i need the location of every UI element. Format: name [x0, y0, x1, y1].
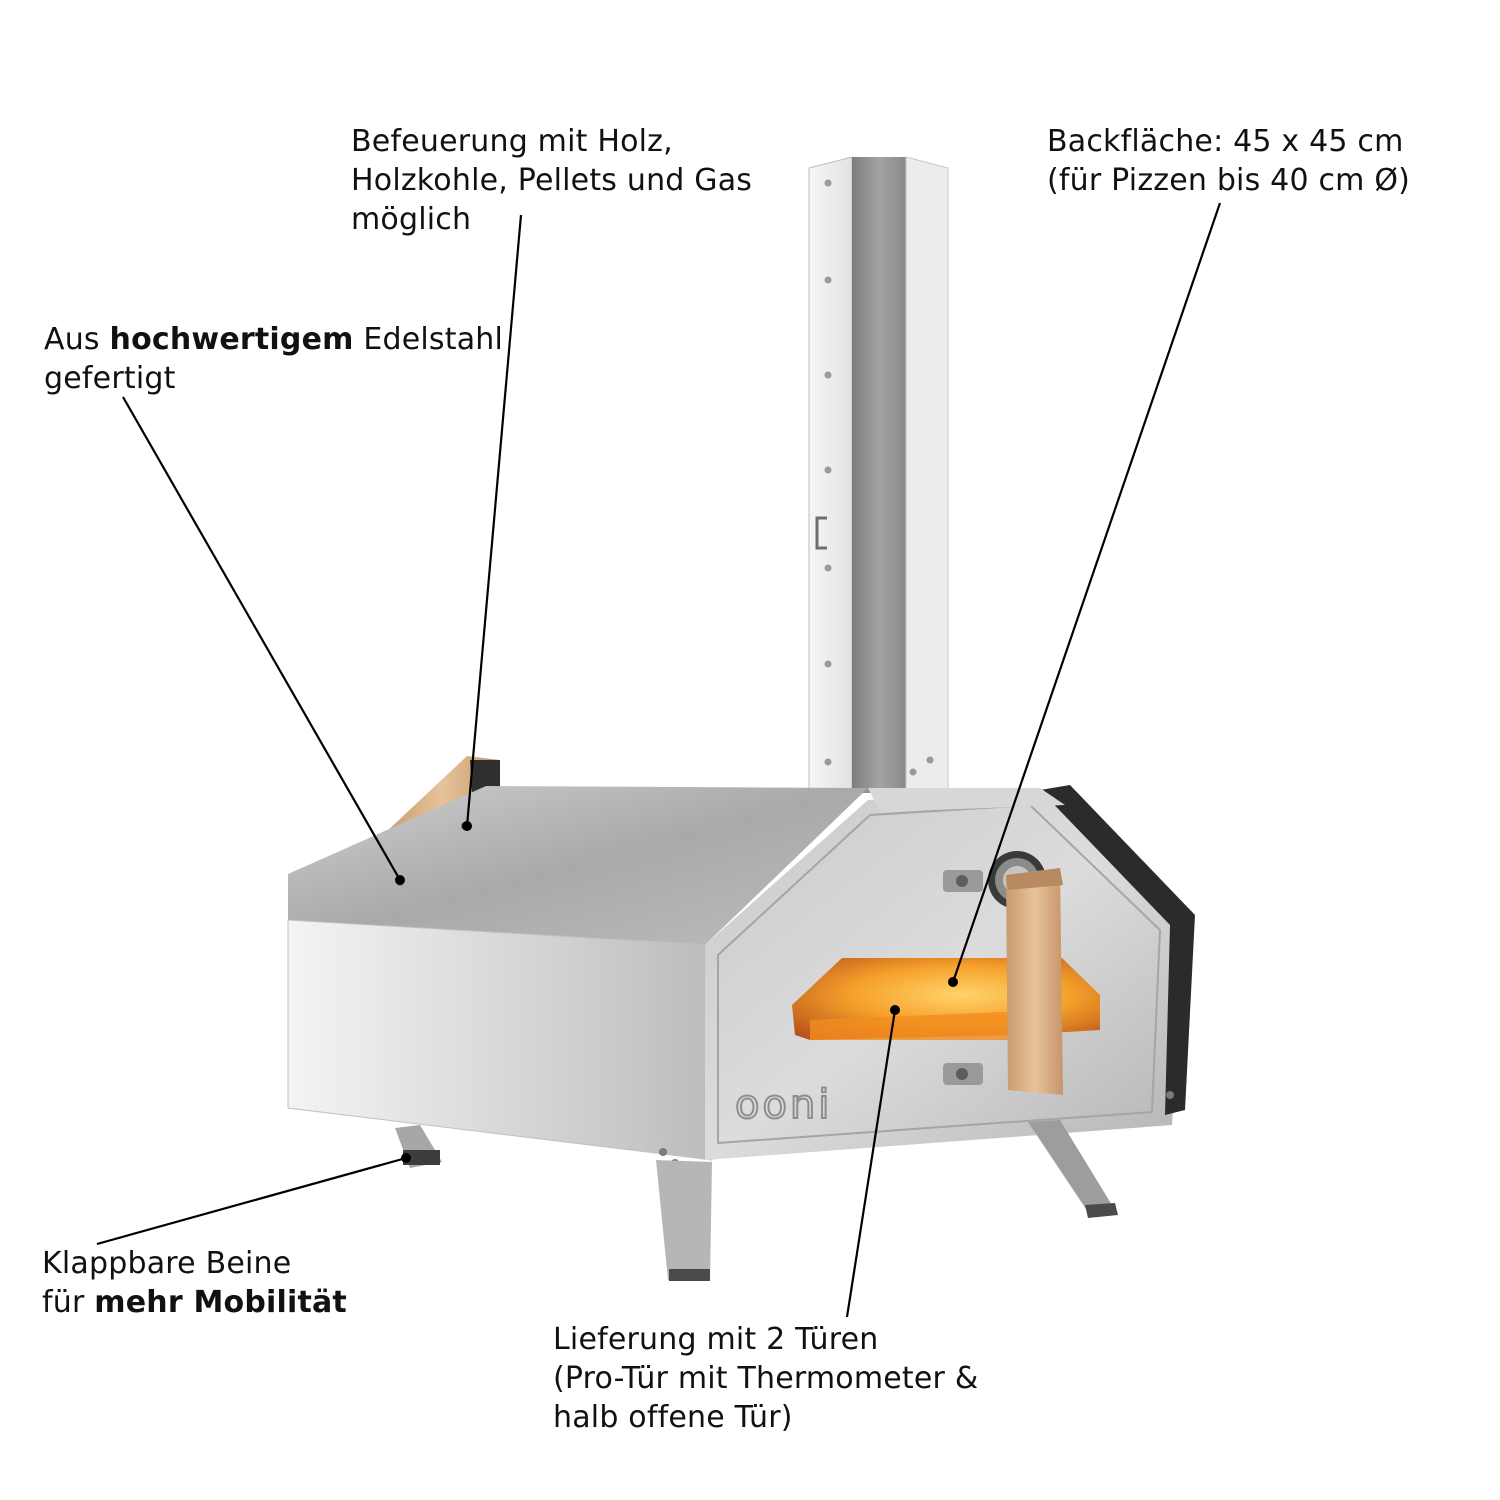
ooni-logo: ooni: [735, 1082, 832, 1128]
leader-line-doors: [845, 1009, 897, 1318]
annotation-doors: Lieferung mit 2 Türen (Pro-Tür mit Therm…: [553, 1320, 978, 1437]
annotation-steel-line-2: gefertigt: [44, 361, 176, 396]
annotation-fuel-line-3: möglich: [351, 202, 472, 237]
leader-line-steel: [122, 396, 401, 881]
door-handle: [1006, 868, 1063, 1095]
annotation-fuel: Befeuerung mit Holz, Holzkohle, Pellets …: [351, 122, 752, 239]
annotation-legs-line-1: Klappbare Beine: [42, 1246, 292, 1281]
annotation-steel-line-1: Aus hochwertigem Edelstahl: [44, 322, 504, 357]
chimney: [808, 156, 949, 801]
leader-line-legs: [96, 1156, 407, 1246]
annotation-fuel-line-2: Holzkohle, Pellets und Gas: [351, 163, 753, 198]
annotation-doors-line-2: (Pro-Tür mit Thermometer &: [553, 1361, 979, 1396]
annotation-legs: Klappbare Beine für mehr Mobilität: [42, 1244, 347, 1322]
annotation-baking-area-line-2: (für Pizzen bis 40 cm Ø): [1047, 163, 1411, 198]
annotation-legs-line-2: für mehr Mobilität: [42, 1285, 347, 1320]
annotation-doors-line-3: halb offene Tür): [553, 1400, 793, 1435]
annotation-doors-line-1: Lieferung mit 2 Türen: [553, 1322, 879, 1357]
annotation-fuel-line-1: Befeuerung mit Holz,: [351, 124, 673, 159]
annotation-steel: Aus hochwertigem Edelstahl gefertigt: [44, 320, 503, 398]
leader-line-fuel: [465, 214, 523, 827]
annotation-baking-area-line-1: Backfläche: 45 x 45 cm: [1047, 124, 1404, 159]
folding-legs: [395, 1120, 1118, 1281]
leader-lines: [96, 202, 1222, 1318]
leader-dots: [395, 821, 958, 1163]
annotation-baking-area: Backfläche: 45 x 45 cm (für Pizzen bis 4…: [1047, 122, 1410, 200]
leader-line-baking-area: [951, 202, 1222, 983]
